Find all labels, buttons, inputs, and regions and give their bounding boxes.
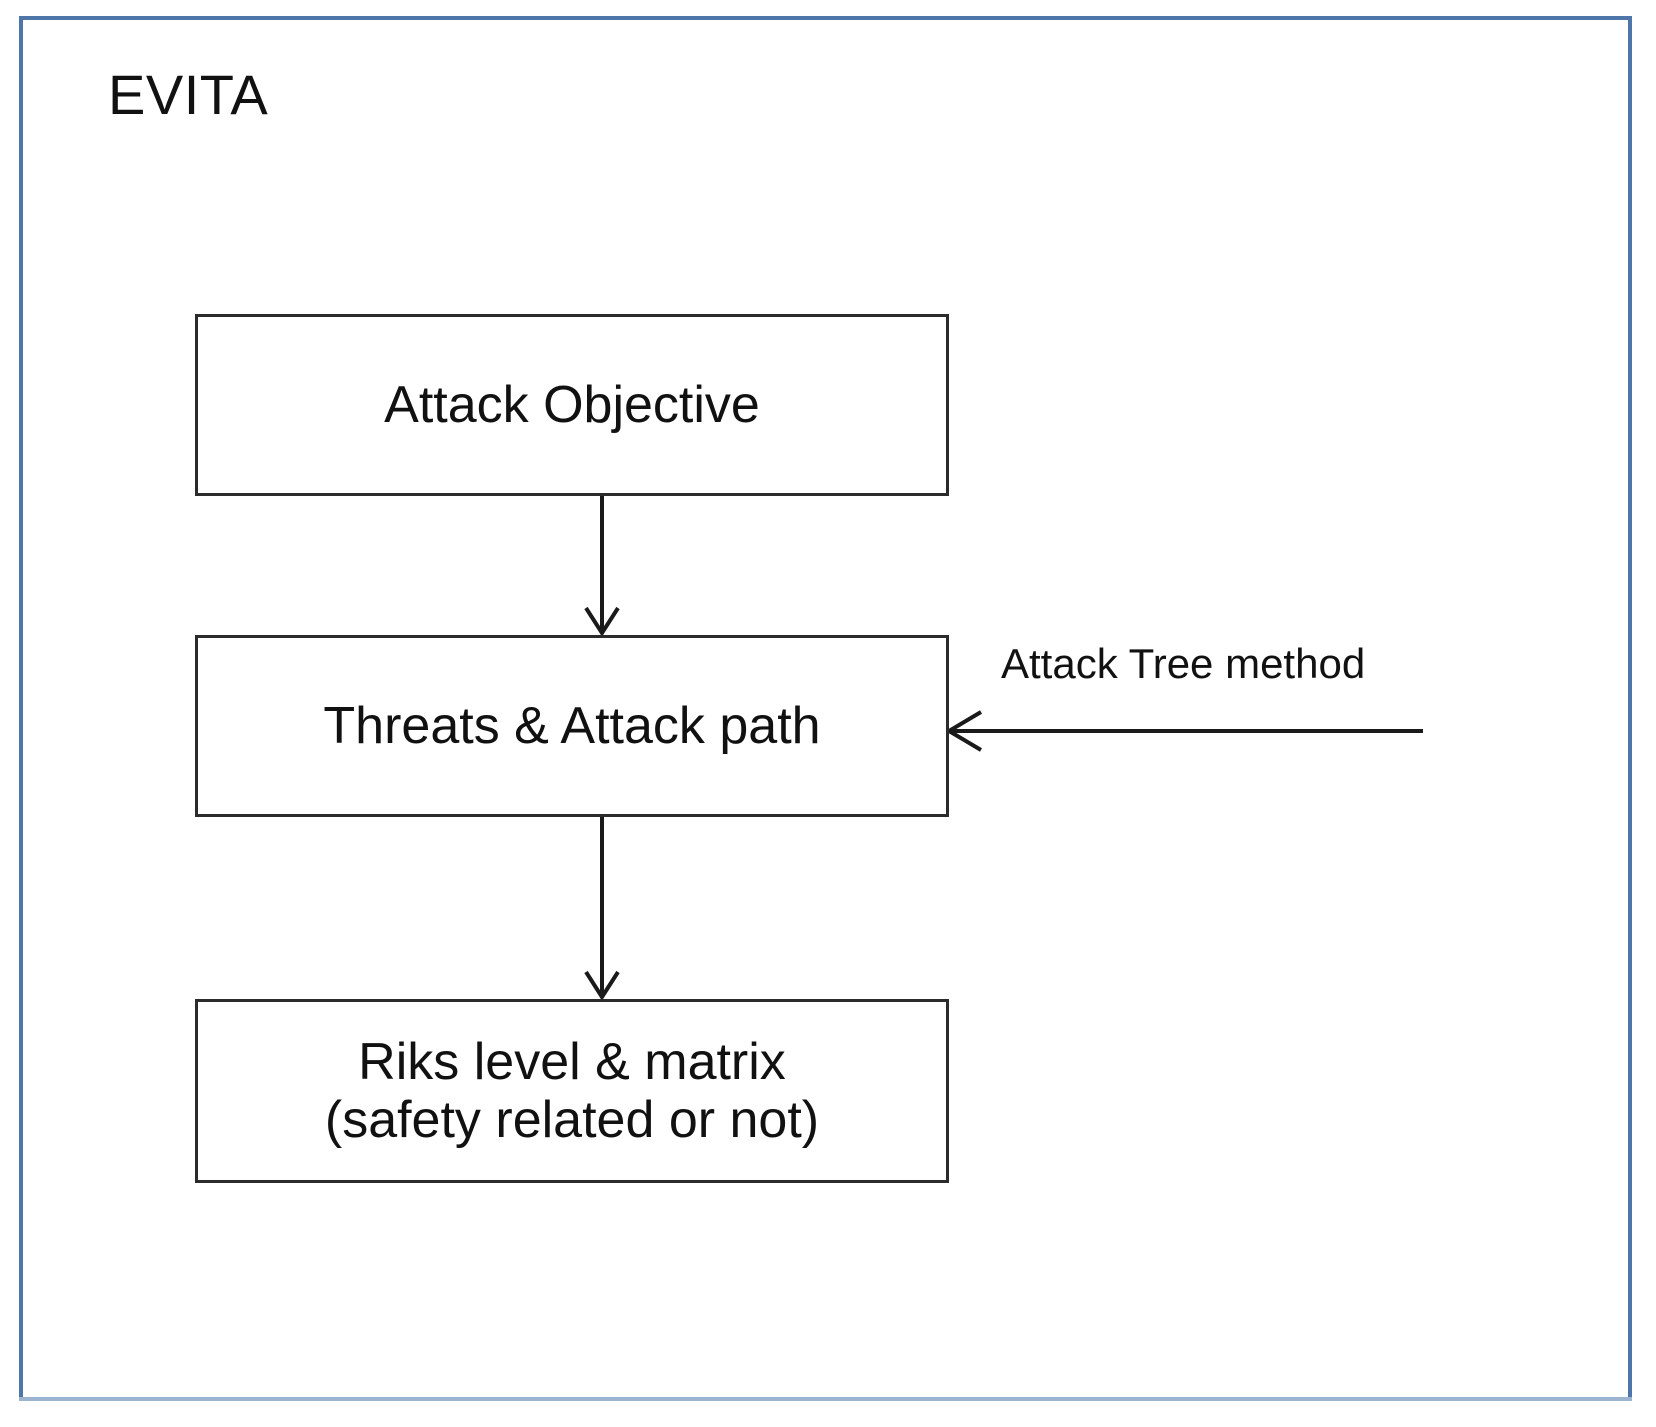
node-attack-objective[interactable]: Attack Objective [195,314,949,496]
edge-attack-tree-to-threats [945,710,1423,752]
arrowhead-down-1 [584,606,620,637]
edge-threats-to-risk-matrix [584,817,620,1001]
node-risk-level-matrix-label: Riks level & matrix (safety related or n… [324,1032,820,1149]
edge-attack-objective-to-threats [584,496,620,637]
arrowhead-left [945,710,983,752]
node-attack-objective-label: Attack Objective [384,375,760,434]
node-risk-level-matrix[interactable]: Riks level & matrix (safety related or n… [195,999,949,1183]
arrowhead-down-2 [584,970,620,1001]
node-threats-attack-path[interactable]: Threats & Attack path [195,635,949,817]
annotation-attack-tree-method: Attack Tree method [1001,640,1366,687]
page-title: EVITA [108,63,269,126]
diagram-panel: EVITA Attack Objective Threats & Attack … [19,16,1632,1401]
node-threats-attack-path-label: Threats & Attack path [323,696,821,755]
